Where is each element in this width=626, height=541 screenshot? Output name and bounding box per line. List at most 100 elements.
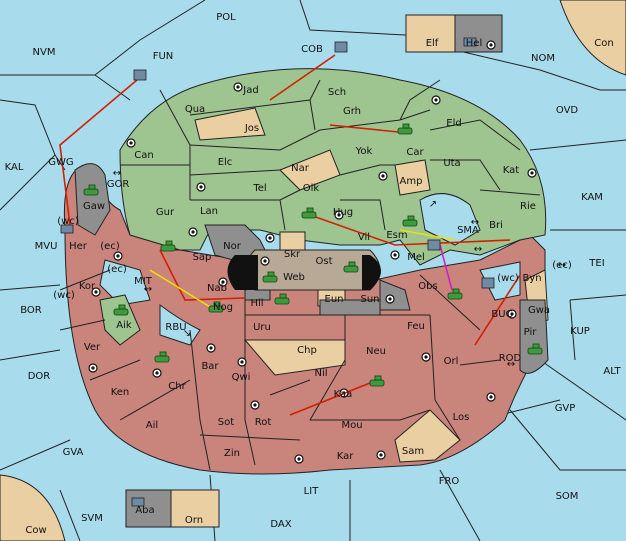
inlet-mit bbox=[99, 259, 151, 306]
province-label: Nog bbox=[213, 302, 233, 313]
province-label: Los bbox=[453, 412, 470, 423]
province-label: Sam bbox=[402, 446, 424, 457]
province-label: Lan bbox=[200, 206, 218, 217]
prov-jos bbox=[194, 107, 266, 141]
province-label: Orl bbox=[444, 356, 459, 367]
box-orn bbox=[170, 489, 220, 528]
sea-label: OVD bbox=[556, 105, 579, 116]
unit-tank bbox=[262, 271, 278, 283]
sea-label: GVA bbox=[63, 447, 84, 458]
prov-pir bbox=[519, 299, 549, 374]
sea-label: ALT bbox=[603, 366, 621, 377]
province-label: Gur bbox=[156, 207, 175, 218]
province-label: Sun bbox=[360, 294, 379, 305]
province-label: Rie bbox=[520, 201, 536, 212]
unit-tank bbox=[113, 304, 129, 316]
province-label: Qwi bbox=[232, 372, 251, 383]
sea-label: Elf bbox=[426, 38, 439, 49]
province-label: Pir bbox=[524, 327, 538, 338]
province-label: Nor bbox=[223, 241, 242, 252]
arrow-label-group: ↔↔↘↔↔↔↗↔ bbox=[113, 168, 566, 370]
province-label: Vil bbox=[358, 232, 370, 243]
unit-tank bbox=[301, 207, 317, 219]
province-label: Zin bbox=[224, 448, 240, 459]
sea-label: GOR bbox=[107, 179, 130, 190]
box-elf bbox=[405, 14, 456, 53]
unit-tank bbox=[343, 261, 359, 273]
province-label: Jad bbox=[242, 85, 258, 96]
sea-label: Orn bbox=[185, 515, 203, 526]
province-label: Nil bbox=[314, 368, 327, 379]
fleet-boat bbox=[334, 41, 348, 53]
coast-label: (wc) bbox=[497, 273, 519, 284]
province-label: Uru bbox=[253, 322, 271, 333]
sea-label: NOM bbox=[531, 53, 555, 64]
province-label: Ost bbox=[315, 256, 332, 267]
province-label: Her bbox=[69, 241, 88, 252]
province-label: Kar bbox=[337, 451, 355, 462]
sea-label: TEI bbox=[588, 258, 604, 269]
province-label: Chr bbox=[168, 381, 186, 392]
unit-tank bbox=[447, 288, 463, 300]
province-label: Feu bbox=[407, 321, 425, 332]
prov-amp bbox=[394, 159, 431, 196]
sea-label: MIT bbox=[134, 276, 153, 287]
province-label: Olk bbox=[303, 183, 320, 194]
units bbox=[83, 123, 543, 387]
arrow-label: ↘ bbox=[183, 328, 191, 339]
province-label: Web bbox=[283, 272, 305, 283]
province-label: Car bbox=[406, 147, 424, 158]
fleet-boat bbox=[463, 37, 477, 47]
prov-gaw bbox=[74, 163, 111, 236]
coast-label-group: (wc)(wc)(wc)(ec)(ec)(ec) bbox=[53, 216, 572, 301]
sea-label: DAX bbox=[270, 519, 291, 530]
arrow-label: ↔ bbox=[113, 168, 121, 179]
province-label: Eld bbox=[446, 118, 461, 129]
province-label: Ail bbox=[146, 420, 158, 431]
prov-aik bbox=[99, 294, 141, 346]
province-label: Ken bbox=[111, 387, 130, 398]
province-label: Bar bbox=[201, 361, 219, 372]
supply-centers bbox=[88, 40, 537, 464]
unit-tank bbox=[402, 215, 418, 227]
move-orders bbox=[59, 54, 521, 416]
province-label: Gwa bbox=[528, 305, 550, 316]
province-label: Elc bbox=[218, 157, 233, 168]
fleets bbox=[60, 37, 495, 507]
arrow-label: ↔ bbox=[558, 260, 566, 271]
province-label: Kat bbox=[503, 165, 520, 176]
tunnel-east bbox=[362, 255, 381, 290]
prov-chp bbox=[243, 339, 346, 376]
unit-tank bbox=[83, 184, 99, 196]
sea-label: FUN bbox=[153, 51, 174, 62]
sea-label: BUC bbox=[491, 309, 512, 320]
province-label: Gaw bbox=[83, 201, 105, 212]
unit-tank bbox=[527, 343, 543, 355]
province-borders bbox=[59, 79, 541, 471]
province-label: Ver bbox=[84, 342, 101, 353]
sea-label: SVM bbox=[81, 513, 103, 524]
province-label: Amp bbox=[400, 176, 423, 187]
province-label: Hug bbox=[333, 207, 353, 218]
fleet-boat bbox=[131, 497, 145, 507]
province-label: Bri bbox=[489, 220, 503, 231]
sea-label: KUP bbox=[570, 326, 590, 337]
province-label: Sap bbox=[193, 252, 212, 263]
province-label: Aik bbox=[116, 320, 132, 331]
province-label: Yok bbox=[355, 146, 373, 157]
unit-tank bbox=[397, 123, 413, 135]
sea-label: SMA bbox=[457, 225, 479, 236]
sea-label: Aba bbox=[135, 505, 154, 516]
coast-label: (ec) bbox=[107, 264, 127, 275]
unit-tank bbox=[208, 301, 224, 313]
unit-tank bbox=[274, 293, 290, 305]
sea-label: BOR bbox=[20, 305, 42, 316]
province-label: Rot bbox=[255, 417, 272, 428]
province-label: Kaa bbox=[334, 389, 353, 400]
province-label: Chp bbox=[297, 345, 317, 356]
unit-tank bbox=[369, 375, 385, 387]
